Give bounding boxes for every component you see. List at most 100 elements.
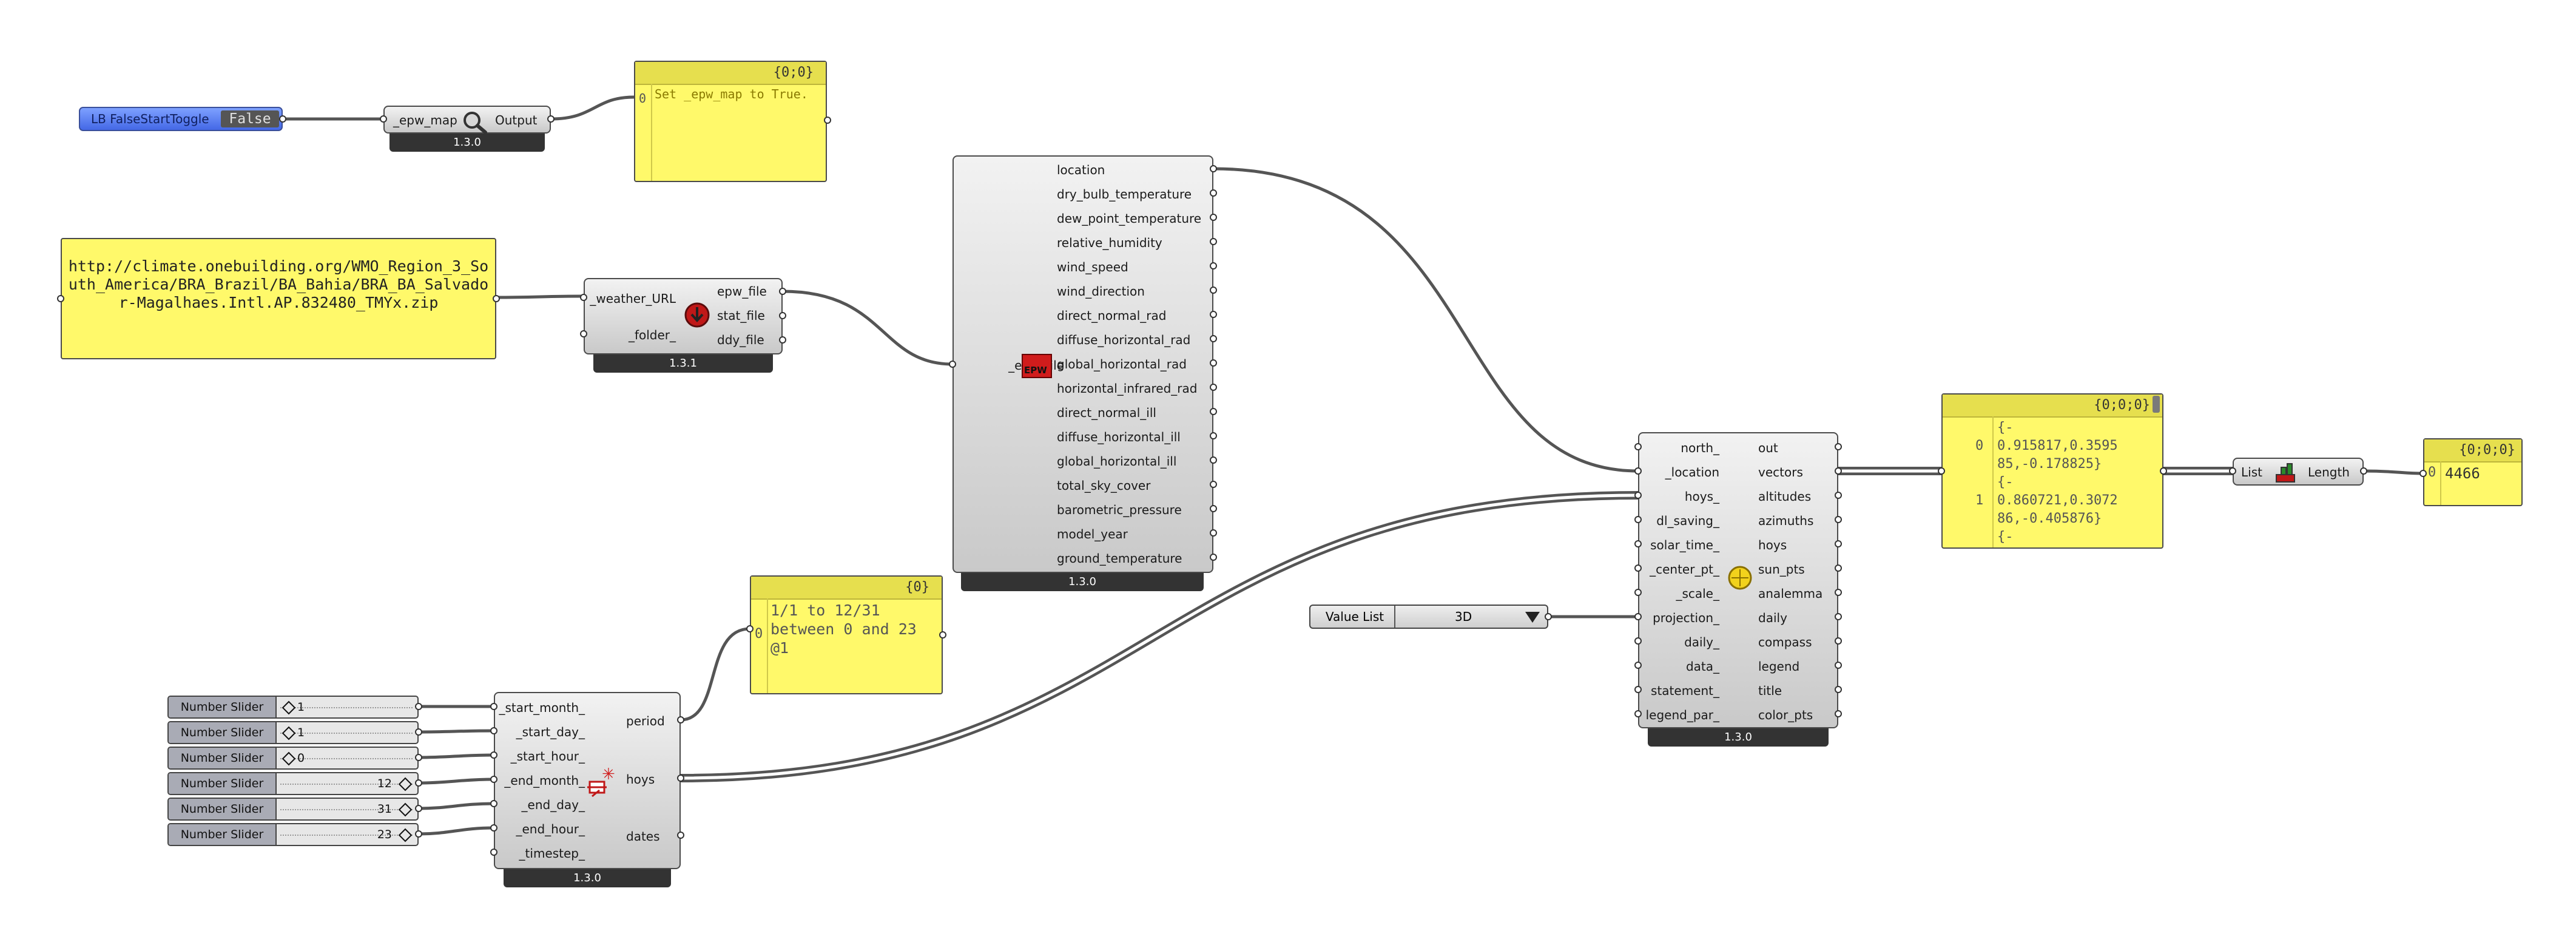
- download-weather-component[interactable]: _weather_URL _folder_ epw_file stat_file…: [584, 278, 783, 354]
- sunpath-output-compass[interactable]: compass: [1758, 635, 1812, 649]
- import-epw-output-pin-12[interactable]: [1210, 456, 1217, 464]
- analysis-period-input-endday[interactable]: _end_day_: [521, 798, 585, 812]
- sunpath-output-color-pts[interactable]: color_pts: [1758, 708, 1813, 722]
- number-slider-pin-5[interactable]: [415, 805, 422, 812]
- sunpath-output-pin-4[interactable]: [1835, 540, 1842, 547]
- sunpath-input-pin-6[interactable]: [1634, 589, 1642, 596]
- sunpath-input-north[interactable]: north_: [1681, 441, 1719, 455]
- list-length-output-pin[interactable]: [2360, 467, 2367, 475]
- import-epw-output-pin-9[interactable]: [1210, 384, 1217, 391]
- epw-map-input[interactable]: _epw_map: [393, 113, 457, 127]
- analysis-period-input-pin-6[interactable]: [490, 849, 497, 856]
- note-period[interactable]: {0} 0 1/1 to 12/31 between 0 and 23 @1: [750, 575, 943, 694]
- sunpath-output-out[interactable]: out: [1758, 441, 1778, 455]
- import-epw-output-pin-3[interactable]: [1210, 238, 1217, 245]
- import-epw-output-horizontal-infrared-rad[interactable]: horizontal_infrared_rad: [1057, 381, 1198, 396]
- number-slider-track[interactable]: [280, 784, 413, 785]
- analysis-period-input-pin-0[interactable]: [490, 703, 497, 710]
- import-epw-output-pin-5[interactable]: [1210, 286, 1217, 294]
- sunpath-output-analemma[interactable]: analemma: [1758, 586, 1823, 601]
- analysis-period-input-endhour[interactable]: _end_hour_: [516, 822, 585, 836]
- number-slider-track[interactable]: [280, 835, 413, 836]
- import-epw-output-ground-temperature[interactable]: ground_temperature: [1057, 551, 1182, 566]
- list-length-output[interactable]: Length: [2308, 465, 2350, 479]
- sunpath-input-centerpt[interactable]: _center_pt_: [1650, 562, 1719, 577]
- epw-map-component[interactable]: _epw_map Output: [383, 106, 551, 134]
- import-epw-output-pin-8[interactable]: [1210, 359, 1217, 367]
- analysis-period-output-period[interactable]: period: [626, 714, 665, 728]
- import-epw-output-diffuse-horizontal-rad[interactable]: diffuse_horizontal_rad: [1057, 333, 1191, 347]
- sunpath-output-pin-7[interactable]: [1835, 613, 1842, 620]
- import-epw-output-pin-16[interactable]: [1210, 554, 1217, 561]
- number-slider-track[interactable]: [280, 707, 413, 708]
- import-epw-component[interactable]: _epw_file EPW locationdry_bulb_temperatu…: [953, 155, 1213, 573]
- boolean-toggle[interactable]: LB FalseStartToggle False: [79, 107, 283, 131]
- sunpath-input-daily[interactable]: daily_: [1684, 635, 1719, 649]
- vectors-panel-output-pin[interactable]: [2160, 467, 2167, 475]
- sunpath-output-legend[interactable]: legend: [1758, 659, 1800, 674]
- sunpath-input-hoys[interactable]: hoys_: [1684, 489, 1719, 504]
- import-epw-output-pin-6[interactable]: [1210, 311, 1217, 318]
- note-epw-map-output-pin[interactable]: [824, 117, 831, 124]
- import-epw-output-pin-14[interactable]: [1210, 505, 1217, 512]
- import-epw-output-dry-bulb-temperature[interactable]: dry_bulb_temperature: [1057, 187, 1192, 202]
- url-panel[interactable]: http://climate.onebuilding.org/WMO_Regio…: [61, 238, 496, 359]
- sunpath-output-pin-8[interactable]: [1835, 637, 1842, 645]
- sunpath-output-pin-3[interactable]: [1835, 516, 1842, 523]
- sunpath-output-pin-11[interactable]: [1835, 710, 1842, 717]
- analysis-period-input-pin-2[interactable]: [490, 751, 497, 759]
- analysis-period-input-pin-5[interactable]: [490, 824, 497, 832]
- vectors-panel-input-pin[interactable]: [1938, 467, 1945, 475]
- import-epw-output-pin-2[interactable]: [1210, 214, 1217, 221]
- sunpath-input-pin-2[interactable]: [1634, 492, 1642, 499]
- sunpath-input-pin-1[interactable]: [1634, 467, 1642, 475]
- import-epw-output-pin-4[interactable]: [1210, 262, 1217, 269]
- sunpath-input-pin-11[interactable]: [1634, 710, 1642, 717]
- download-url-pin[interactable]: [580, 294, 587, 301]
- toggle-value[interactable]: False: [221, 110, 279, 127]
- slider-grip-icon[interactable]: [282, 700, 296, 715]
- list-length-input[interactable]: List: [2241, 465, 2262, 479]
- import-epw-output-pin-7[interactable]: [1210, 335, 1217, 342]
- analysis-period-input-pin-3[interactable]: [490, 776, 497, 783]
- import-epw-output-direct-normal-ill[interactable]: direct_normal_ill: [1057, 405, 1156, 420]
- analysis-period-input-startmonth[interactable]: _start_month_: [499, 700, 585, 715]
- number-slider-pin-4[interactable]: [415, 779, 422, 787]
- sunpath-input-pin-10[interactable]: [1634, 686, 1642, 693]
- number-slider-track[interactable]: [280, 758, 413, 759]
- slider-grip-icon[interactable]: [398, 828, 413, 842]
- sunpath-input-legendpar[interactable]: legend_par_: [1645, 708, 1719, 722]
- value-list[interactable]: Value List 3D: [1309, 605, 1548, 629]
- sunpath-output-pin-6[interactable]: [1835, 589, 1842, 596]
- slider-grip-icon[interactable]: [398, 802, 413, 817]
- list-length-input-pin[interactable]: [2229, 467, 2236, 475]
- download-input-folder[interactable]: _folder_: [628, 328, 676, 342]
- analysis-period-input-pin-4[interactable]: [490, 800, 497, 807]
- url-panel-output-pin[interactable]: [493, 295, 500, 302]
- number-slider-pin-3[interactable]: [415, 754, 422, 761]
- epw-map-output-pin[interactable]: [547, 115, 555, 123]
- sunpath-input-statement[interactable]: statement_: [1651, 683, 1719, 698]
- slider-grip-icon[interactable]: [282, 751, 296, 766]
- panel-scroll-handle[interactable]: [2153, 396, 2160, 413]
- download-output-stat[interactable]: stat_file: [717, 308, 765, 323]
- sunpath-input-pin-3[interactable]: [1634, 516, 1642, 523]
- import-epw-output-wind-direction[interactable]: wind_direction: [1057, 284, 1145, 299]
- import-epw-output-pin-1[interactable]: [1210, 189, 1217, 197]
- import-epw-output-global-horizontal-ill[interactable]: global_horizontal_ill: [1057, 454, 1177, 469]
- list-length-component[interactable]: List Length: [2233, 458, 2364, 486]
- epw-map-output[interactable]: Output: [495, 113, 538, 127]
- analysis-period-output-dates[interactable]: dates: [626, 829, 660, 844]
- sunpath-input-pin-8[interactable]: [1634, 637, 1642, 645]
- number-slider-pin-1[interactable]: [415, 703, 422, 710]
- download-ddy-pin[interactable]: [779, 336, 786, 344]
- sunpath-input-solartime[interactable]: solar_time_: [1650, 538, 1719, 552]
- sunpath-output-azimuths[interactable]: azimuths: [1758, 513, 1814, 528]
- sunpath-output-pin-0[interactable]: [1835, 443, 1842, 450]
- analysis-period-input-startday[interactable]: _start_day_: [516, 725, 585, 739]
